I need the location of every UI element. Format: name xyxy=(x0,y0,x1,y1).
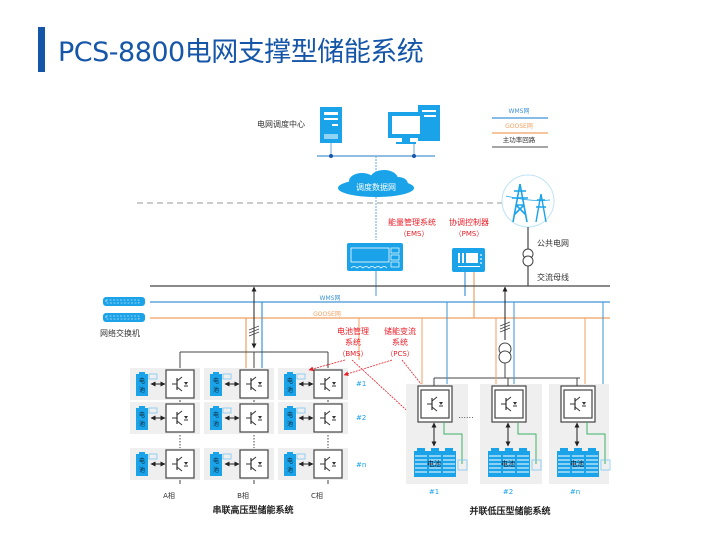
dispatch-network-label: 调度数据网 xyxy=(356,182,396,192)
battery-label: 池 xyxy=(139,386,145,394)
battery-label: 电 xyxy=(139,377,145,385)
battery-label: 池 xyxy=(139,466,145,474)
bms-annotation-line1: 电池管理 xyxy=(337,326,369,336)
battery-label: 电 xyxy=(213,377,219,385)
series-module: 电池 xyxy=(204,368,274,400)
igbt-converter-icon xyxy=(165,369,195,399)
battery-label: 池 xyxy=(139,420,145,428)
pcs-annotation-line2: 系统 xyxy=(392,337,408,347)
igbt-converter-icon xyxy=(165,403,195,433)
battery-label: 电池 xyxy=(427,459,441,468)
legend: WMS网 GOOSE网 主功率回路 xyxy=(492,108,548,148)
page-title: PCS-8800电网支撑型储能系统 xyxy=(58,37,424,68)
series-system-title: 串联高压型储能系统 xyxy=(212,504,293,516)
network-switch-icon xyxy=(103,297,145,322)
wms-bus-label: WMS网 xyxy=(320,295,341,302)
igbt-converter-icon xyxy=(563,389,593,419)
battery-label: 电 xyxy=(139,411,145,419)
legend-power-label: 主功率回路 xyxy=(503,135,536,144)
battery-icon xyxy=(487,447,503,478)
battery-label: 电 xyxy=(213,411,219,419)
parallel-unit: 电池 xyxy=(406,378,468,484)
parallel-system-title: 并联低压型储能系统 xyxy=(469,505,550,517)
phase-c-label: C相 xyxy=(311,491,323,500)
igbt-converter-icon xyxy=(420,389,450,419)
battery-label: 电池 xyxy=(501,459,515,468)
pms-abbr-label: （PMS） xyxy=(455,230,484,238)
public-grid-label: 公共电网 xyxy=(537,238,569,248)
bms-annotation-line2: 系统 xyxy=(345,337,361,347)
pcs-annotation-line1: 储能变流 xyxy=(384,326,416,336)
igbt-converter-icon xyxy=(239,403,269,433)
goose-bus-label: GOOSE网 xyxy=(313,311,341,318)
battery-label: 池 xyxy=(287,466,293,474)
legend-goose-label: GOOSE网 xyxy=(505,123,533,130)
series-module: 电池 xyxy=(130,402,200,434)
phase-a-label: A相 xyxy=(163,491,175,500)
ems-device-icon xyxy=(347,243,403,271)
parallel-unit-n-label: #n xyxy=(570,488,580,496)
series-row-1-label: #1 xyxy=(356,380,366,388)
series-row-n-label: #n xyxy=(356,461,366,469)
battery-label: 池 xyxy=(287,386,293,394)
series-module: 电池 xyxy=(278,402,348,434)
battery-icon xyxy=(515,447,531,478)
igbt-converter-icon xyxy=(313,449,343,479)
igbt-converter-icon xyxy=(313,403,343,433)
battery-icon xyxy=(441,447,457,478)
igbt-converter-icon xyxy=(239,369,269,399)
igbt-converter-icon xyxy=(239,449,269,479)
battery-label: 电 xyxy=(287,411,293,419)
battery-label: 电 xyxy=(139,457,145,465)
dispatch-center-label: 电网调度中心 xyxy=(257,119,305,129)
pcs-annotation-line3: （PCS） xyxy=(386,350,414,358)
battery-label: 电 xyxy=(213,457,219,465)
battery-icon xyxy=(584,447,600,478)
title-accent-bar xyxy=(38,27,45,72)
igbt-converter-icon xyxy=(313,369,343,399)
igbt-converter-icon xyxy=(494,389,524,419)
server-icon xyxy=(320,107,342,143)
battery-label: 池 xyxy=(213,386,219,394)
workstation-icon xyxy=(388,105,440,144)
battery-label: 电 xyxy=(287,457,293,465)
battery-label: 电池 xyxy=(570,459,584,468)
parallel-unit-2-label: #2 xyxy=(503,488,513,496)
transformer-icon xyxy=(522,248,534,267)
parallel-unit: 电池 xyxy=(480,378,542,484)
igbt-converter-icon xyxy=(165,449,195,479)
series-row-2-label: #2 xyxy=(356,414,366,422)
battery-icon xyxy=(556,447,572,478)
battery-label: 池 xyxy=(287,420,293,428)
battery-label: 电 xyxy=(287,377,293,385)
cloud-icon xyxy=(338,170,414,197)
ac-bus-label: 交流母线 xyxy=(537,272,569,282)
ems-abbr-label: （EMS） xyxy=(400,230,429,238)
parallel-transformer-icon xyxy=(498,342,512,364)
pms-name-label: 协调控制器 xyxy=(449,217,489,227)
network-switch-label: 网络交换机 xyxy=(100,328,140,338)
phase-b-label: B相 xyxy=(237,491,249,500)
transmission-tower-icon xyxy=(501,174,555,228)
ems-name-label: 能量管理系统 xyxy=(388,217,436,227)
parallel-system-grid: 电池 电池 电池 xyxy=(406,378,611,484)
series-module: 电池 xyxy=(130,448,200,480)
legend-wms-label: WMS网 xyxy=(509,108,530,115)
series-module: 电池 xyxy=(278,448,348,480)
bms-annotation-line3: （BMS） xyxy=(338,350,367,358)
battery-icon xyxy=(413,447,429,478)
series-module: 电池 xyxy=(204,402,274,434)
series-module: 电池 xyxy=(204,448,274,480)
series-module: 电池 xyxy=(278,368,348,400)
parallel-unit-1-label: #1 xyxy=(429,488,439,496)
pms-device-icon xyxy=(452,248,485,272)
battery-label: 池 xyxy=(213,420,219,428)
parallel-unit: 电池 xyxy=(549,378,611,484)
series-module: 电池 xyxy=(130,368,200,400)
battery-label: 池 xyxy=(213,466,219,474)
parallel-ellipsis: ...... xyxy=(458,411,473,420)
